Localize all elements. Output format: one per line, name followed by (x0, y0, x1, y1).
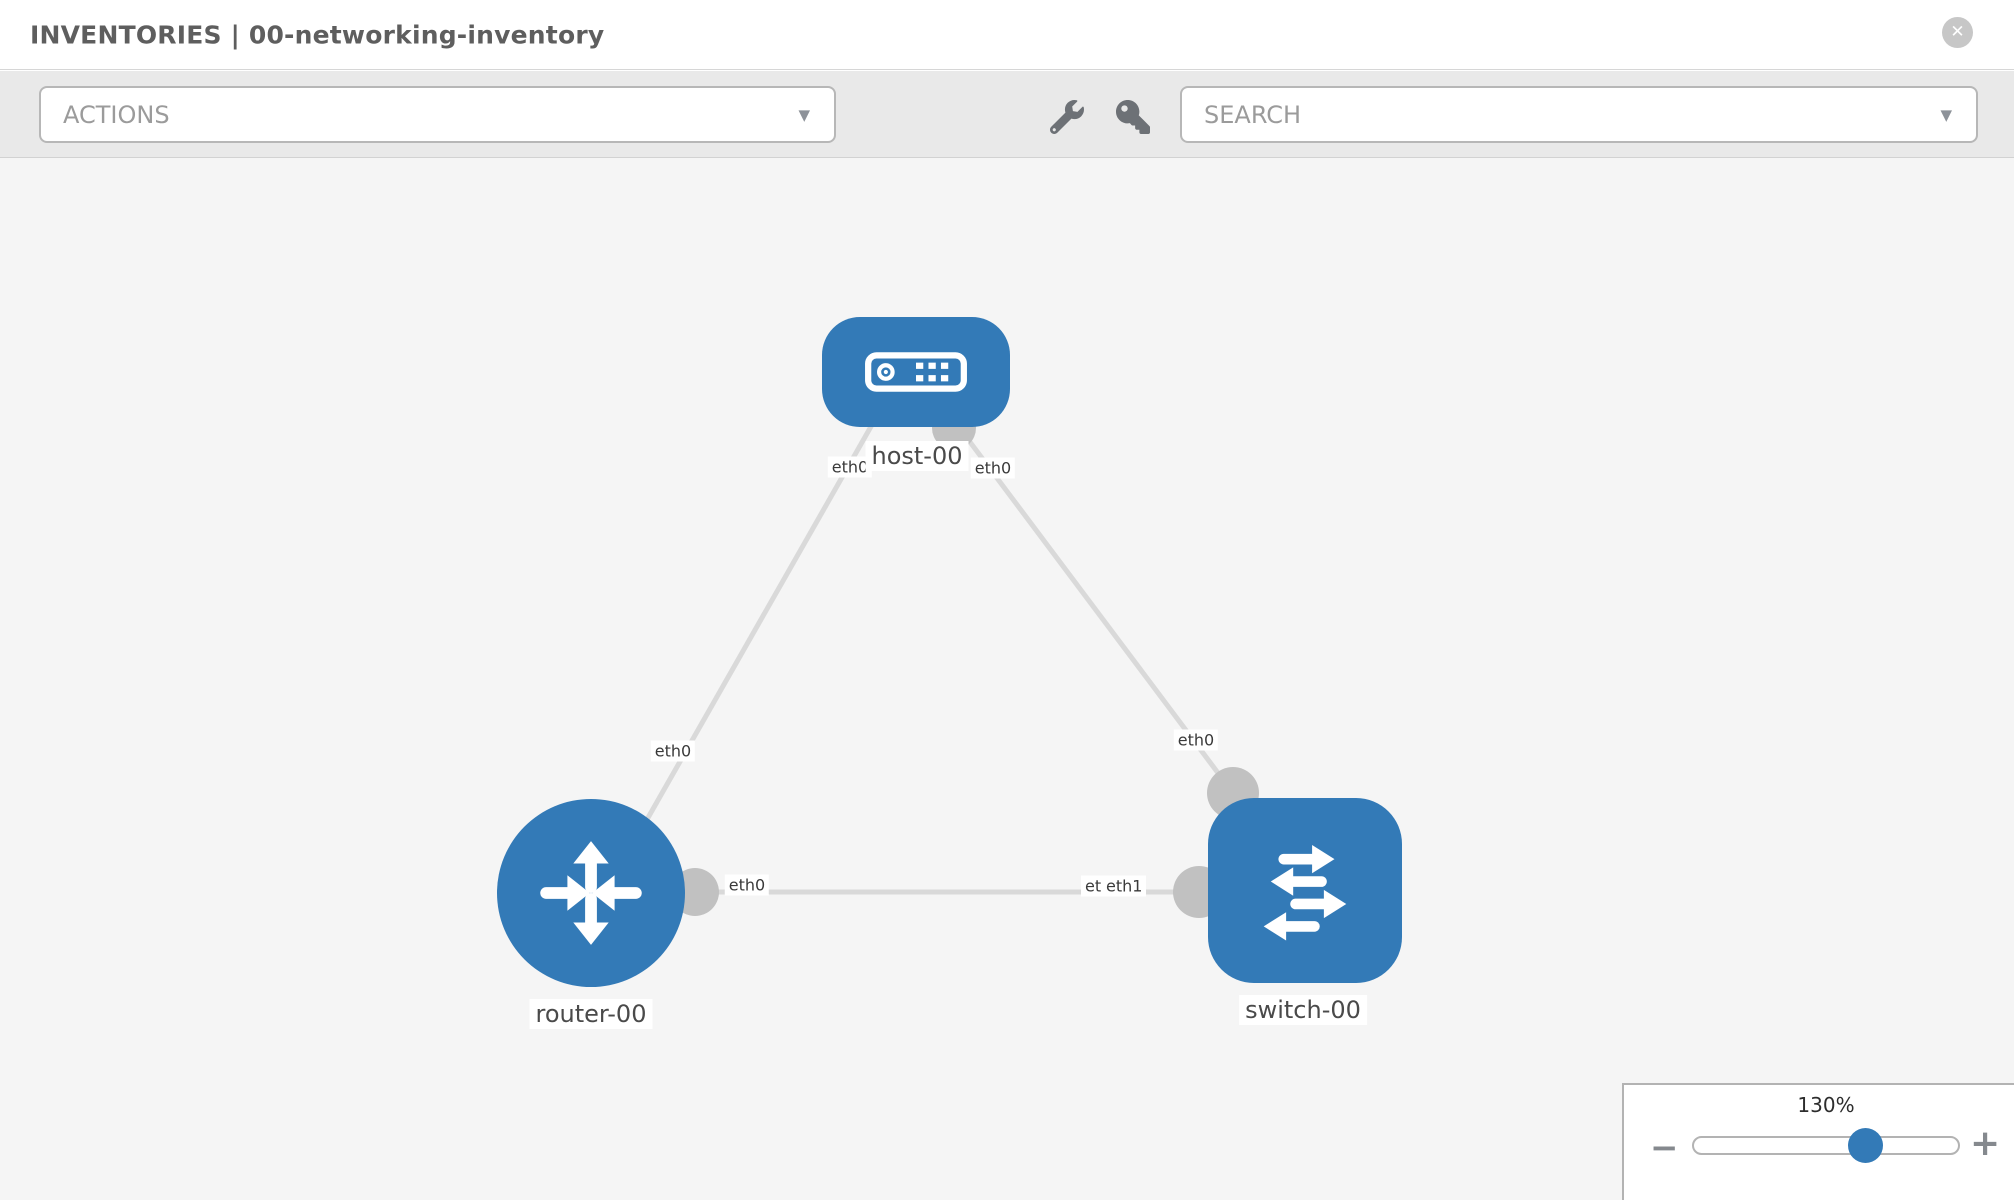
node-switch-00[interactable] (1208, 798, 1402, 983)
iface-label-router-uplink-eth0: eth0 (650, 740, 696, 762)
node-label-router: router-00 (529, 999, 653, 1029)
iface-label-router-eth0: eth0 (724, 874, 770, 896)
iface-label-host-eth0-right: eth0 (970, 457, 1016, 479)
router-icon (532, 834, 650, 952)
tools-button[interactable] (1049, 100, 1084, 135)
node-router-00[interactable] (497, 799, 685, 987)
header: INVENTORIES | 00-networking-inventory ✕ (0, 0, 2014, 70)
zoom-control-panel: 130% − + (1622, 1083, 2014, 1200)
chevron-down-icon: ▼ (798, 105, 810, 124)
iface-label-switch-uplink-eth0: eth0 (1173, 729, 1219, 751)
credentials-button[interactable] (1116, 100, 1150, 134)
zoom-slider-handle[interactable] (1848, 1128, 1883, 1163)
node-host-00[interactable] (822, 317, 1010, 427)
actions-dropdown[interactable]: ACTIONS ▼ (39, 86, 836, 143)
search-dropdown-label: SEARCH (1204, 100, 1302, 129)
node-label-switch: switch-00 (1239, 995, 1367, 1025)
key-icon (1116, 100, 1150, 138)
actions-dropdown-label: ACTIONS (63, 100, 170, 129)
zoom-slider-track[interactable] (1692, 1136, 1960, 1155)
topology-links-layer (642, 406, 1259, 918)
host-icon (864, 351, 968, 393)
switch-icon (1246, 832, 1364, 950)
close-icon[interactable]: ✕ (1942, 17, 1973, 48)
zoom-in-button[interactable]: + (1970, 1123, 2001, 1164)
zoom-out-button[interactable]: − (1650, 1128, 1679, 1168)
node-label-host: host-00 (865, 441, 969, 471)
link-host-router (642, 421, 876, 825)
search-dropdown[interactable]: SEARCH ▼ (1180, 86, 1978, 143)
wrench-icon (1049, 100, 1084, 138)
iface-label-host-eth0-left: eth0 (827, 456, 873, 478)
topology-canvas[interactable]: host-00 router-00 switch-00 eth0 eth0 et… (0, 158, 2014, 1200)
iface-label-switch-eth1: eth1 (1102, 875, 1147, 897)
zoom-level-value: 130% (1797, 1093, 1855, 1117)
chevron-down-icon: ▼ (1940, 105, 1952, 124)
toolbar: ACTIONS ▼ SEARCH ▼ (0, 71, 2014, 158)
page-title: INVENTORIES | 00-networking-inventory (30, 20, 605, 49)
